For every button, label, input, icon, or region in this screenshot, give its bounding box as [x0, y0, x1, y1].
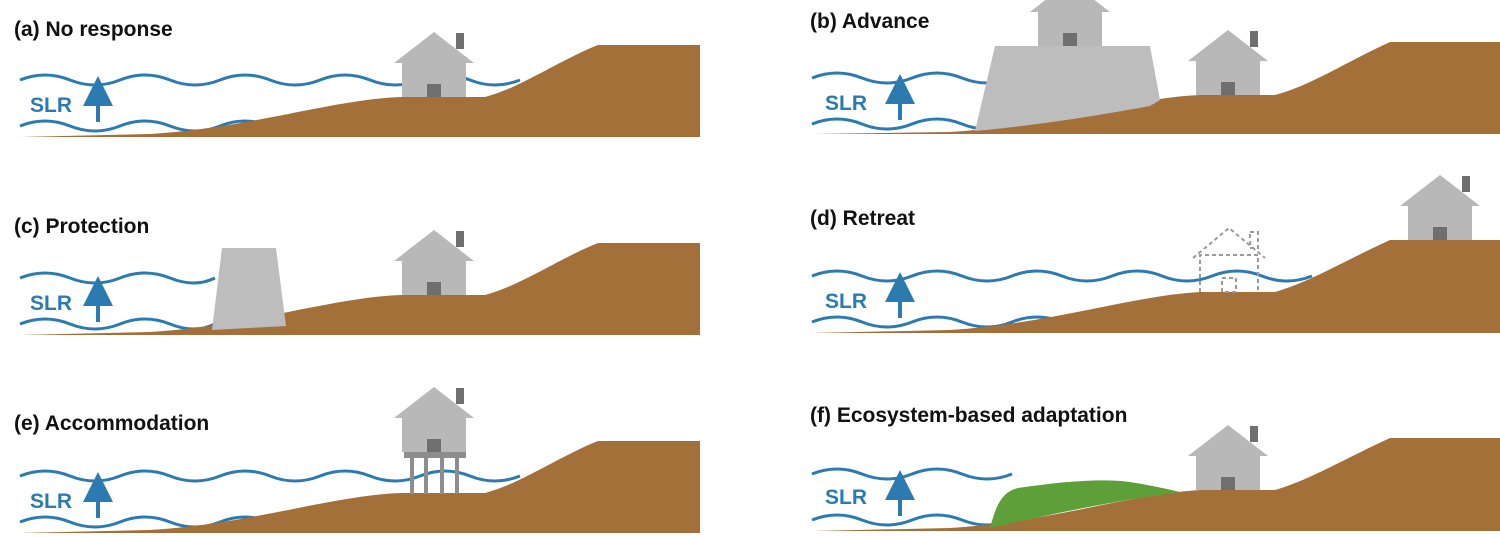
land [812, 240, 1500, 333]
sea-level-rise-arrow-icon [885, 272, 915, 318]
sea-level-rise-arrow-icon [885, 470, 915, 516]
land [20, 243, 700, 335]
house-icon [394, 230, 474, 295]
land [812, 438, 1500, 531]
slr-label: SLR [825, 486, 867, 509]
sea-level-rise-arrow-icon [885, 74, 915, 120]
land [20, 441, 700, 533]
relocated-house-icon [1400, 175, 1480, 240]
panel-b: (b) Advance SLR [810, 0, 1500, 134]
slr-label: SLR [30, 490, 72, 513]
seawall [212, 248, 286, 330]
stilts [404, 452, 466, 494]
panel-b-title: (b) Advance [810, 10, 929, 33]
panel-a: (a) No response SLR [14, 18, 700, 137]
elevated-house-icon [394, 387, 474, 452]
panel-f: (f) Ecosystem-based adaptation SLR [810, 404, 1500, 531]
land [812, 42, 1500, 134]
panel-e-title: (e) Accommodation [14, 412, 209, 435]
slr-label: SLR [825, 92, 867, 115]
wave-lower [811, 513, 1013, 527]
house-icon [1188, 30, 1268, 95]
land [20, 45, 700, 137]
panel-e: (e) Accommodation SLR [14, 387, 700, 533]
slr-label: SLR [825, 290, 867, 313]
slr-label: SLR [30, 292, 72, 315]
house-icon [394, 32, 474, 97]
panel-c: (c) Protection SLR [14, 215, 700, 335]
panel-d: (d) Retreat SLR [810, 175, 1500, 333]
coastal-ecosystem [990, 480, 1180, 528]
house-icon [1188, 425, 1268, 490]
panel-a-title: (a) No response [14, 18, 173, 41]
house-on-platform-icon [1030, 0, 1110, 46]
former-house-outline-icon [1192, 226, 1266, 293]
wave-upper [19, 271, 216, 285]
slr-label: SLR [30, 94, 72, 117]
wave-upper [811, 467, 1013, 481]
panel-d-title: (d) Retreat [810, 207, 915, 230]
wave-lower [19, 317, 216, 331]
wave-upper [811, 71, 1013, 85]
reclaimed-land-platform [975, 46, 1160, 131]
panel-f-title: (f) Ecosystem-based adaptation [810, 404, 1127, 427]
panel-c-title: (c) Protection [14, 215, 149, 238]
wave-upper [19, 469, 521, 483]
